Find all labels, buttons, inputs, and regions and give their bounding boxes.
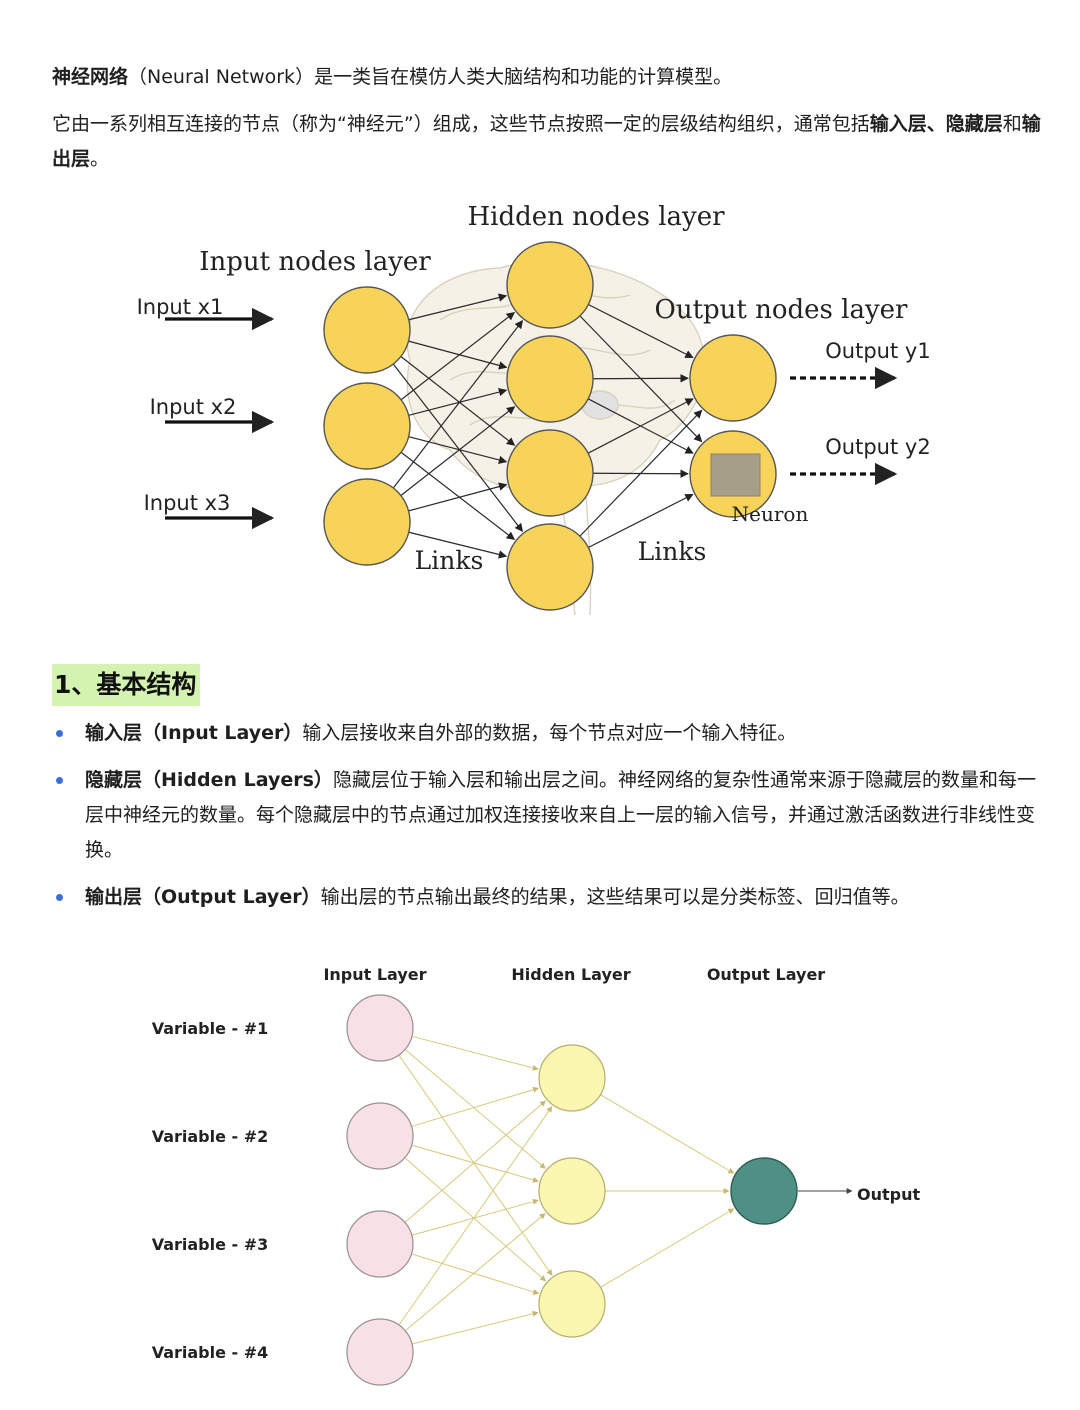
output-label: Output y2 (825, 435, 930, 459)
bullet-hidden-layers: 隐藏层（Hidden Layers）隐藏层位于输入层和输出层之间。神经网络的复杂… (52, 763, 1042, 868)
bullet-dot-icon (56, 730, 63, 737)
link-arrow (408, 388, 508, 416)
bullet-term: 输入层（Input Layer） (85, 722, 303, 744)
hidden-node (506, 335, 594, 423)
input-arrows: Input x1 Input x2 Input x3 (137, 295, 275, 530)
input-node (346, 1102, 414, 1170)
intro-period: 。 (90, 148, 110, 170)
hidden-node (538, 1157, 606, 1225)
d2-input-layer-title: Input Layer (323, 965, 426, 984)
link-arrow (392, 363, 524, 533)
hidden-node (506, 429, 594, 517)
diagram1-links (392, 293, 703, 559)
input-layer-title: Input nodes layer (199, 247, 431, 277)
intro-and: 和 (1002, 113, 1022, 135)
link-arrow (592, 374, 689, 383)
link-arrow (408, 482, 508, 512)
input-label: Input x1 (137, 295, 224, 319)
input-node (346, 1210, 414, 1278)
link-arrow (411, 1253, 540, 1295)
bullet-dot-icon (56, 894, 63, 901)
input-node (346, 994, 414, 1062)
variable-label: Variable - #2 (152, 1127, 269, 1146)
input-node (323, 286, 411, 374)
link-arrow (411, 1035, 539, 1071)
link-arrow (588, 493, 694, 549)
bullet-input-layer: 输入层（Input Layer）输入层接收来自外部的数据，每个节点对应一个输入特… (52, 716, 1042, 751)
d2-output-layer-title: Output Layer (707, 965, 825, 984)
bullet-output-layer: 输出层（Output Layer）输出层的节点输出最终的结果，这些结果可以是分类… (52, 880, 1042, 915)
intro-structure-text: 它由一系列相互连接的节点（称为“神经元”）组成，这些节点按照一定的层级结构组织，… (52, 113, 870, 135)
link-arrow (411, 1198, 539, 1236)
link-arrow (400, 311, 516, 401)
hidden-node (506, 241, 594, 329)
intro-layers-bold-b: 输出层 (52, 113, 1041, 170)
bullet-term: 输出层（Output Layer） (85, 886, 321, 908)
intro-paragraph-1: 神经网络（Neural Network）是一类旨在模仿人类大脑结构和功能的计算模… (52, 60, 1042, 95)
layer-bullet-list: 输入层（Input Layer）输入层接收来自外部的数据，每个节点对应一个输入特… (52, 716, 1042, 927)
neuron-label: Neuron (732, 502, 809, 526)
intro-paragraph-2: 它由一系列相互连接的节点（称为“神经元”）组成，这些节点按照一定的层级结构组织，… (52, 107, 1042, 177)
link-arrow (398, 1106, 553, 1326)
link-arrow (411, 1144, 539, 1183)
variable-labels: Variable - #1 Variable - #2 Variable - #3 V… (152, 1019, 269, 1362)
link-arrow (404, 1048, 546, 1169)
neuron-square-icon (710, 453, 761, 497)
diagram1-nodes (323, 241, 777, 611)
hidden-node (538, 1270, 606, 1338)
link-arrow (400, 406, 516, 496)
diagram2-links (398, 1035, 735, 1345)
link-arrow (398, 1054, 553, 1276)
output-layer-title: Output nodes layer (655, 295, 909, 325)
link-arrow (600, 1208, 735, 1288)
output-node (689, 334, 777, 422)
hidden-node (538, 1044, 606, 1112)
link-arrow (587, 398, 694, 454)
intro-layers-bold-a: 输入层、隐藏层 (869, 113, 1003, 135)
link-arrow (600, 1094, 735, 1174)
intro-definition: （Neural Network）是一类旨在模仿人类大脑结构和功能的计算模型。 (128, 66, 733, 88)
link-arrow (411, 1310, 539, 1345)
bullet-text: 隐藏层位于输入层和输出层之间。神经网络的复杂性通常来源于隐藏层的数量和每一层中神… (85, 769, 1036, 861)
bullet-text: 输出层的节点输出最终的结果，这些结果可以是分类标签、回归值等。 (320, 886, 910, 908)
output-node (730, 1157, 798, 1225)
links-label-right: Links (638, 537, 707, 566)
link-arrow (588, 303, 694, 359)
section-heading: 1、基本结构 (52, 664, 201, 706)
link-arrow (404, 1213, 546, 1332)
input-label: Input x3 (144, 491, 231, 515)
input-node (323, 382, 411, 470)
link-arrow (408, 531, 508, 559)
variable-label: Variable - #4 (152, 1343, 269, 1362)
intro-term: 神经网络 (52, 66, 129, 88)
d2-output-label: Output (857, 1185, 920, 1204)
bullet-term: 隐藏层（Hidden Layers） (85, 769, 333, 791)
link-arrow (392, 319, 524, 489)
input-node (323, 478, 411, 566)
link-arrow (408, 436, 508, 464)
bullet-dot-icon (56, 777, 63, 784)
d2-hidden-layer-title: Hidden Layer (511, 965, 630, 984)
link-arrow (411, 1086, 540, 1127)
link-arrow (400, 451, 516, 541)
bullet-text: 输入层接收来自外部的数据，每个节点对应一个输入特征。 (302, 722, 797, 744)
input-label: Input x2 (150, 395, 237, 419)
link-arrow (404, 1100, 546, 1223)
hidden-layer-title: Hidden nodes layer (467, 202, 725, 232)
variable-label: Variable - #1 (152, 1019, 269, 1038)
output-arrows: Output y1 Output y2 (790, 339, 931, 486)
link-arrow (408, 293, 508, 321)
diagram2-nodes (346, 994, 798, 1386)
links-label-left: Links (415, 546, 484, 575)
output-label: Output y1 (825, 339, 930, 363)
link-arrow (400, 356, 516, 446)
feedforward-network-diagram: Input Layer Hidden Layer Output Layer Va… (152, 965, 920, 1386)
link-arrow (579, 409, 703, 537)
input-node (346, 1318, 414, 1386)
variable-label: Variable - #3 (152, 1235, 269, 1254)
hidden-node (506, 523, 594, 611)
link-arrow (404, 1157, 547, 1282)
